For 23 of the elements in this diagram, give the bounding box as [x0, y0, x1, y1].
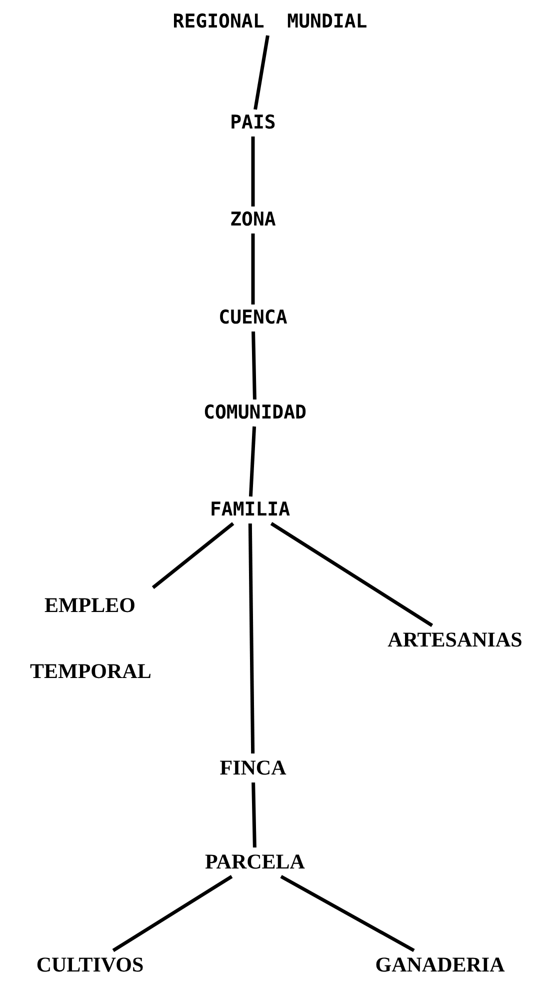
connector-line	[270, 522, 434, 627]
connector-line	[248, 523, 255, 754]
connector-line	[252, 782, 256, 848]
level-label: ARTESANIAS	[384, 625, 526, 655]
connector-line	[248, 426, 256, 497]
connector-line	[251, 234, 255, 304]
connector-line	[251, 136, 255, 206]
level-label: ZONA	[227, 206, 279, 234]
level-label: EMPLEO TEMPORAL	[27, 570, 153, 706]
connector-line	[252, 331, 256, 400]
level-label: PARCELA	[202, 847, 308, 877]
level-label: PAIS	[227, 110, 279, 136]
connector-line	[254, 35, 270, 110]
level-label: FAMILIA	[206, 496, 294, 524]
connector-line	[280, 874, 415, 952]
level-label: CULTIVOS	[33, 950, 147, 980]
level-label: FINCA	[216, 753, 290, 783]
level-label: COMUNIDAD	[200, 400, 310, 426]
connector-line	[152, 522, 234, 589]
level-label: REGIONAL MUNDIAL	[170, 8, 370, 36]
level-label: CUENCA	[216, 304, 290, 332]
connector-line	[112, 875, 233, 952]
level-label: GANADERIA	[372, 950, 508, 980]
